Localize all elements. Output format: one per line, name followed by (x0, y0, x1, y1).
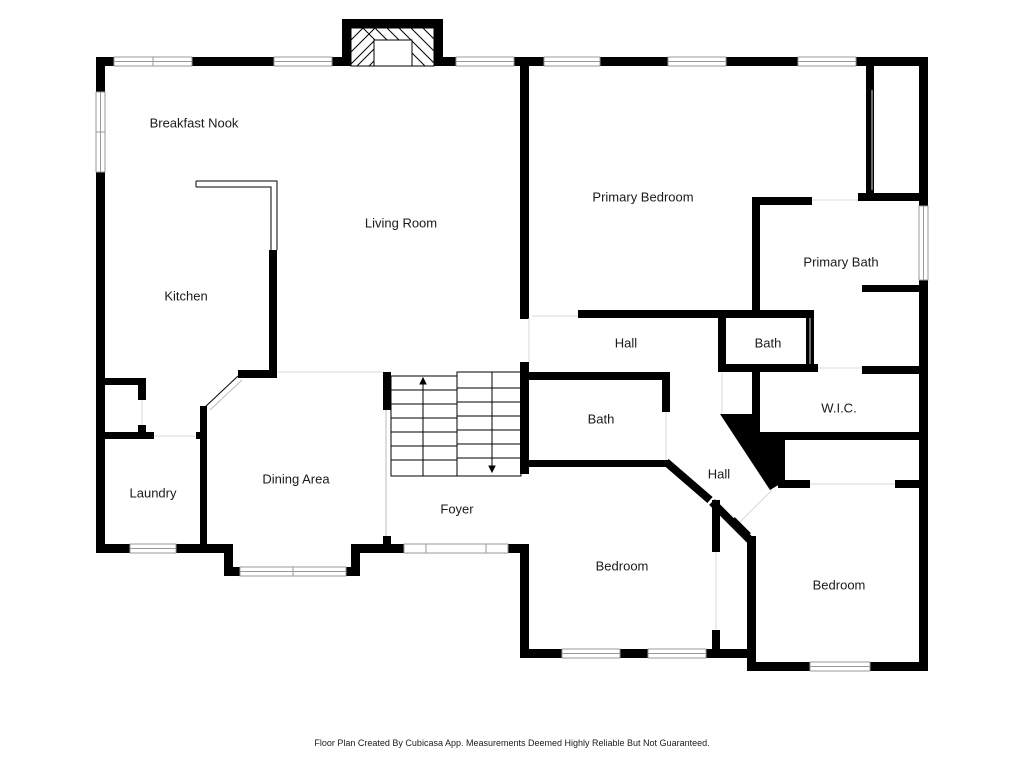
kitchen-counter (195, 180, 278, 250)
room-labels: Breakfast Nook Living Room Kitchen Dinin… (130, 115, 879, 592)
label-dining-area: Dining Area (262, 471, 330, 486)
label-primary-bath: Primary Bath (803, 254, 878, 269)
label-laundry: Laundry (130, 485, 177, 500)
label-bath-small: Bath (755, 335, 782, 350)
label-kitchen: Kitchen (164, 288, 207, 303)
footer-disclaimer: Floor Plan Created By Cubicasa App. Meas… (314, 738, 709, 748)
label-breakfast-nook: Breakfast Nook (150, 115, 239, 130)
label-wic: W.I.C. (821, 400, 856, 415)
label-bedroom-left: Bedroom (596, 558, 649, 573)
label-foyer: Foyer (440, 501, 474, 516)
label-hall-lower: Hall (708, 466, 731, 481)
label-living-room: Living Room (365, 215, 437, 230)
label-bath-left: Bath (588, 411, 615, 426)
interior-walls (96, 57, 928, 671)
angled-walls (203, 375, 753, 543)
fireplace (350, 27, 435, 67)
staircase (385, 371, 522, 536)
label-hall-upper: Hall (615, 335, 638, 350)
label-bedroom-right: Bedroom (813, 577, 866, 592)
door-openings (141, 90, 895, 630)
windows (95, 56, 929, 672)
label-primary-bedroom: Primary Bedroom (592, 189, 693, 204)
